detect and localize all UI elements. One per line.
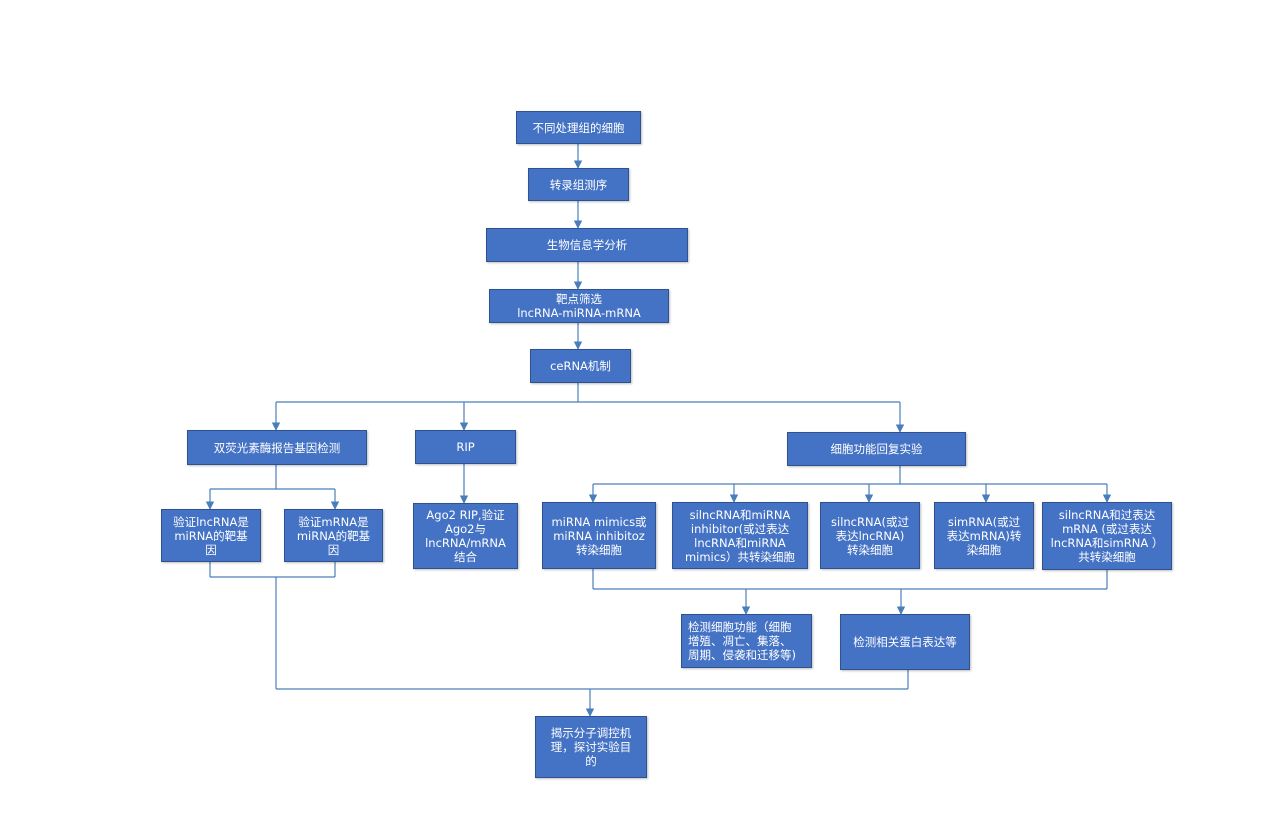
- node-detect-func: 检测细胞功能（细胞 增殖、凋亡、集落、 周期、侵袭和迁移等): [681, 614, 812, 668]
- node-rip: RIP: [415, 430, 516, 464]
- node-transcriptome: 转录组测序: [528, 168, 629, 201]
- node-si-inhib: silncRNA和miRNA inhibitor(或过表达 lncRNA和miR…: [672, 502, 808, 569]
- node-detect-protein: 检测相关蛋白表达等: [840, 614, 970, 670]
- node-luciferase: 双荧光素酶报告基因检测: [187, 430, 367, 465]
- node-rescue: 细胞功能回复实验: [787, 432, 966, 466]
- node-bioinfo: 生物信息学分析: [486, 228, 688, 262]
- node-si-lnc: silncRNA(或过 表达lncRNA) 转染细胞: [820, 502, 920, 569]
- node-reveal: 揭示分子调控机 理，探讨实验目 的: [535, 716, 647, 778]
- node-verify-lnc: 验证lncRNA是 miRNA的靶基 因: [161, 509, 261, 562]
- node-cells: 不同处理组的细胞: [516, 111, 641, 144]
- node-ago2: Ago2 RIP,验证 Ago2与 lncRNA/mRNA 结合: [413, 503, 518, 569]
- node-cerna: ceRNA机制: [530, 349, 631, 383]
- node-si-mrna: simRNA(或过 表达mRNA)转 染细胞: [934, 502, 1034, 569]
- node-si-over: silncRNA和过表达 mRNA (或过表达 lncRNA和simRNA ） …: [1042, 502, 1172, 570]
- node-target-screen: 靶点筛选 lncRNA-miRNA-mRNA: [489, 289, 669, 323]
- node-verify-mrna: 验证mRNA是 miRNA的靶基 因: [284, 509, 383, 562]
- node-mimics: miRNA mimics或 miRNA inhibitoz 转染细胞: [542, 502, 656, 569]
